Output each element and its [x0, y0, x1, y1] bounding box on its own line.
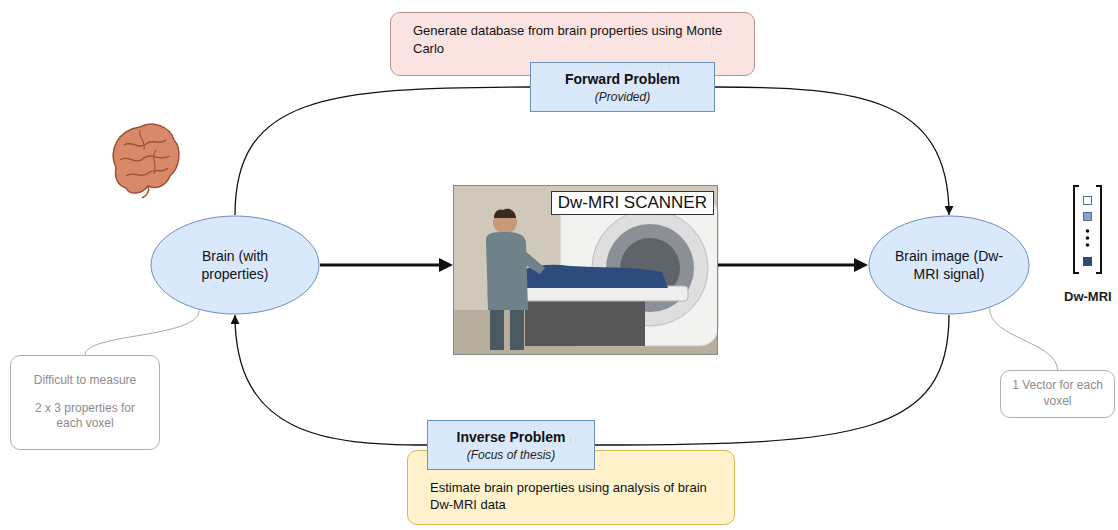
description-text: Generate database from brain properties …	[413, 22, 732, 57]
subheading-text: (Focus of thesis)	[467, 448, 556, 462]
flow-arrow	[718, 264, 860, 267]
heading-text: Forward Problem	[565, 71, 680, 87]
problem-label: Inverse Problem (Focus of thesis)	[427, 420, 595, 470]
cycle-arrow	[235, 87, 530, 215]
scanner-photo	[453, 185, 718, 355]
problem-label: Forward Problem (Provided)	[530, 62, 715, 112]
description-text: Estimate brain properties using analysis…	[430, 479, 712, 514]
leader-line	[85, 310, 199, 355]
callout-text: Difficult to measure	[34, 373, 137, 389]
vector-symbol	[1074, 186, 1101, 273]
leader-line	[990, 308, 1058, 370]
brain-illustration	[113, 124, 179, 198]
ellipse-shape	[151, 216, 319, 314]
entity-ellipse: Brain (with properties)	[150, 215, 320, 315]
scanner-photo-label: Dw-MRI SCANNER	[453, 185, 718, 355]
cycle-arrow	[235, 315, 427, 445]
ellipse-outline	[868, 215, 1030, 315]
entity-text: Brain (with properties)	[172, 247, 298, 283]
callout-box: Difficult to measure 2 x 3 properties for…	[10, 355, 160, 450]
cycle-arrow	[715, 87, 949, 215]
photo-caption: Dw-MRI SCANNER	[551, 191, 714, 215]
flow-arrow	[320, 264, 445, 267]
ellipse-outline	[150, 215, 320, 315]
cycle-arrow	[595, 315, 949, 445]
vector-label: Dw-MRI	[1064, 289, 1112, 304]
callout-text: 1 Vector for each voxel	[1011, 378, 1104, 409]
heading-text: Inverse Problem	[457, 429, 566, 445]
ellipse-shape	[869, 216, 1029, 314]
subheading-text: (Provided)	[595, 90, 650, 104]
callout-text: 2 x 3 properties for each voxel	[21, 401, 149, 432]
entity-text: Brain image (Dw-MRI signal)	[890, 247, 1008, 283]
entity-ellipse: Brain image (Dw-MRI signal)	[868, 215, 1030, 315]
callout-box: 1 Vector for each voxel	[1000, 370, 1115, 418]
